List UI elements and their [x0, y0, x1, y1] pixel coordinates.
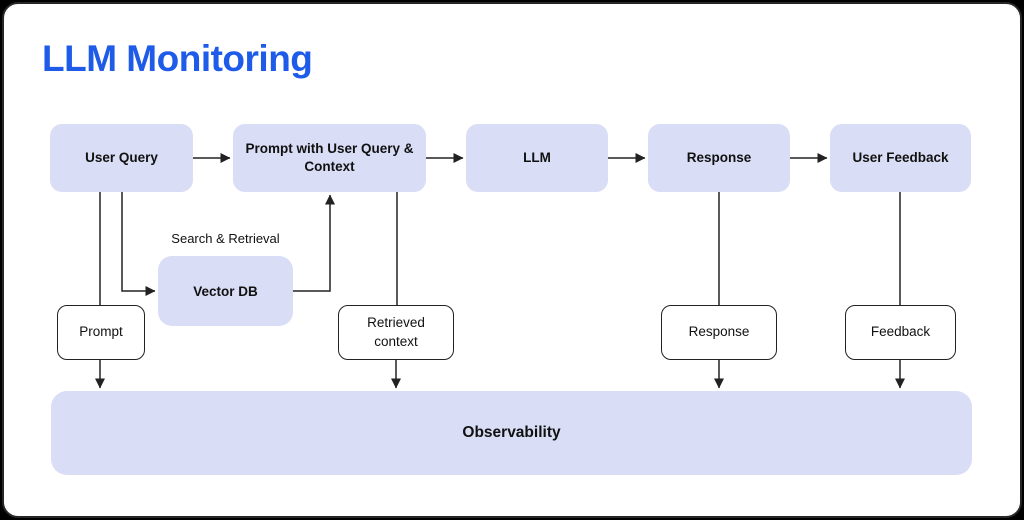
note-prompt: Prompt [57, 305, 145, 360]
note-response: Response [661, 305, 777, 360]
observability-label: Observability [462, 424, 561, 441]
note-feedback-label: Feedback [870, 324, 931, 340]
note-response-label: Response [688, 324, 750, 340]
page-title: LLM Monitoring [42, 38, 313, 79]
vector-db-node: Vector DB [158, 256, 293, 326]
flow-node-user-query: User Query [50, 124, 193, 192]
flow-node-user-feedback: User Feedback [830, 124, 971, 192]
flow-node-response-label: Response [686, 149, 752, 165]
note-feedback: Feedback [845, 305, 956, 360]
observability-bar: Observability [51, 391, 972, 475]
note-retrieved-context-label: Retrieved context [367, 314, 425, 349]
search-retrieval-label: Search & Retrieval [171, 231, 280, 246]
flow-node-llm: LLM [466, 124, 608, 192]
note-prompt-label: Prompt [79, 324, 123, 340]
flow-node-response: Response [648, 124, 790, 192]
flow-node-llm-label: LLM [523, 149, 551, 165]
flow-node-prompt-with-context: Prompt with User Query & Context [233, 124, 426, 192]
arrow-vectordb-to-prompt [293, 194, 335, 292]
flow-node-user-query-label: User Query [85, 149, 158, 165]
flow-node-user-feedback-label: User Feedback [852, 149, 949, 165]
vector-db-label: Vector DB [193, 283, 258, 299]
arrow-userquery-to-vectordb [121, 192, 156, 296]
note-retrieved-context: Retrieved context [338, 305, 454, 360]
flow-node-prompt-with-context-label: Prompt with User Query & Context [245, 140, 414, 174]
